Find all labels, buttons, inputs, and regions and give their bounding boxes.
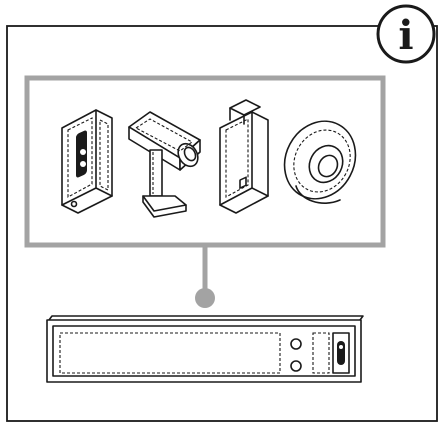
bullet-camera-on-mount-icon	[128, 111, 201, 218]
intercom-door-station-icon	[61, 109, 113, 214]
connection-dot	[195, 288, 215, 308]
recorder-front-panel	[52, 325, 356, 377]
recorder-body	[46, 319, 362, 383]
info-icon[interactable]: i	[376, 4, 436, 64]
recorder-power-switch	[337, 341, 345, 365]
outer-frame	[6, 25, 438, 422]
wall-mounted-unit-icon	[219, 99, 269, 214]
dome-camera-icon	[283, 120, 357, 204]
recorder-slot	[312, 332, 330, 374]
recorder-display-area	[59, 332, 281, 374]
recorder-unit-icon	[46, 315, 364, 383]
info-icon-glyph: i	[398, 12, 413, 59]
recorder-button-top	[290, 338, 302, 350]
recorder-button-bottom	[290, 360, 302, 372]
